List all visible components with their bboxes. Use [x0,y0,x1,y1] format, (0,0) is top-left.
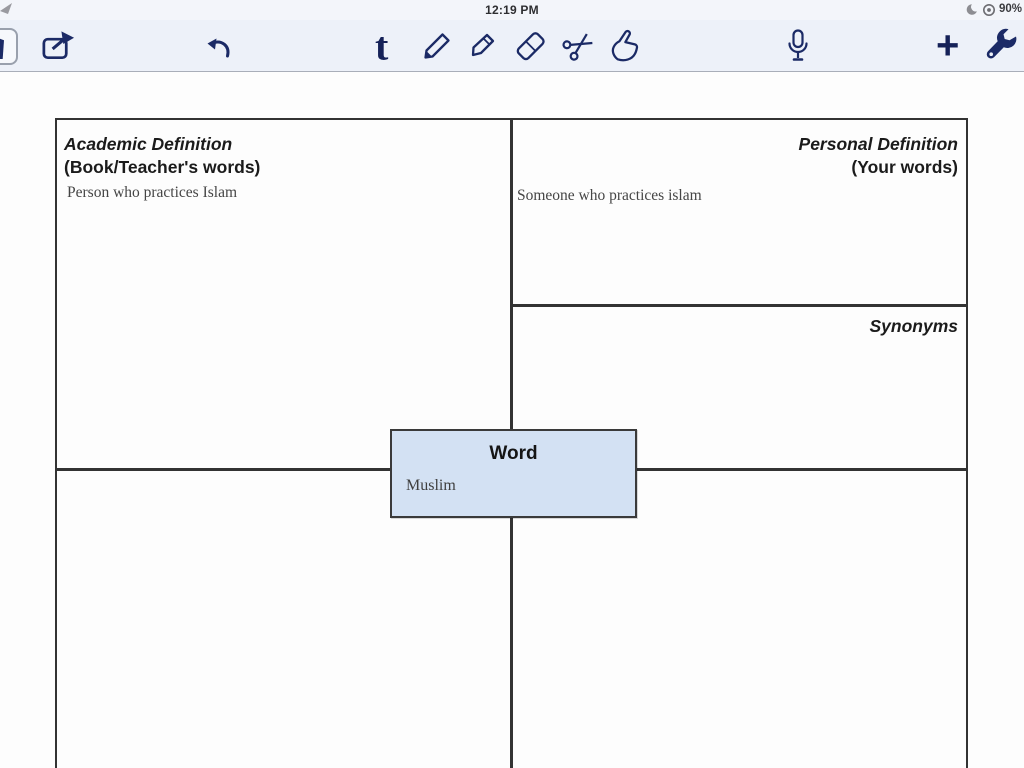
undo-button[interactable] [203,30,235,62]
text-tool-icon: t [375,22,388,69]
synonyms-title: Synonyms [870,316,959,337]
word-box-entry[interactable]: Muslim [406,477,456,495]
app-toolbar: t [0,20,1024,72]
status-clock: 12:19 PM [0,3,1024,17]
status-bar: 12:19 PM 90% [0,0,1024,20]
battery-percent: 90% [999,3,1022,15]
scissors-icon [560,27,597,64]
hand-selector-button[interactable] [607,27,644,64]
grid-horizontal-divider-left [55,468,392,471]
academic-definition-title: Academic Definition [64,133,260,156]
text-tool-button[interactable]: t [375,22,388,69]
undo-icon [203,30,235,62]
personal-definition-title: Personal Definition [799,133,958,156]
pencil-button[interactable] [420,29,454,63]
academic-definition-entry[interactable]: Person who practices Islam [67,184,237,202]
academic-definition-subtitle: (Book/Teacher's words) [64,156,260,179]
word-box-title: Word [392,443,635,465]
personal-definition-entry[interactable]: Someone who practices islam [517,187,702,205]
pencil-icon [420,29,454,63]
record-audio-button[interactable] [783,28,813,64]
settings-button[interactable] [983,28,1019,64]
hand-icon [607,27,644,64]
synonyms-section-divider [510,304,968,307]
plus-icon: + [936,23,959,68]
personal-definition-subtitle: (Your words) [799,156,958,179]
wrench-icon [983,28,1019,64]
documents-partial-button[interactable] [0,28,18,65]
add-page-button[interactable]: + [936,23,959,68]
eraser-icon [512,27,549,64]
scissors-button[interactable] [560,27,597,64]
share-button[interactable] [39,28,76,64]
highlighter-button[interactable] [465,29,499,63]
share-icon [39,28,76,64]
note-canvas[interactable]: Academic Definition (Book/Teacher's word… [0,72,1024,768]
documents-icon [0,35,4,59]
personal-definition-header: Personal Definition (Your words) [799,133,958,179]
microphone-icon [783,28,813,64]
academic-definition-header: Academic Definition (Book/Teacher's word… [64,133,260,179]
grid-horizontal-divider-right [635,468,968,471]
highlighter-icon [465,29,499,63]
eraser-button[interactable] [512,27,549,64]
do-not-disturb-moon-icon [965,3,978,21]
word-box[interactable]: Word Muslim [390,429,637,518]
